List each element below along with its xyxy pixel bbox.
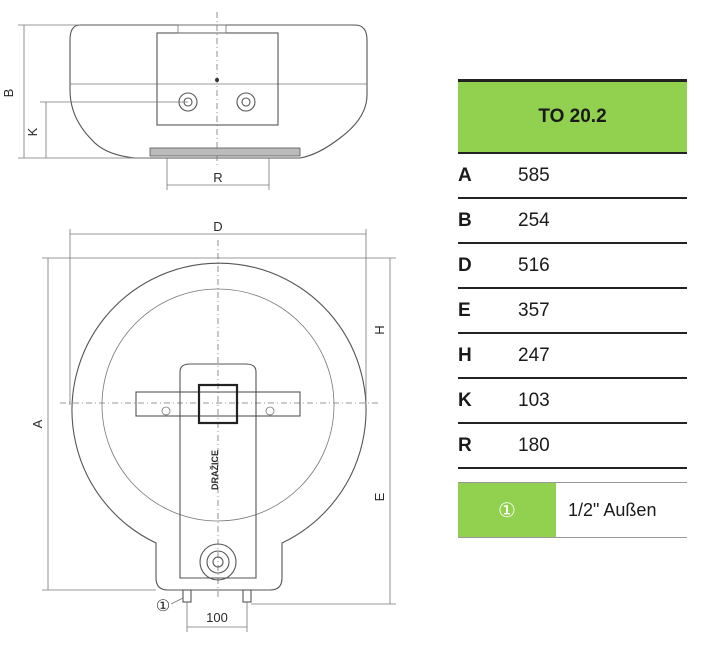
top-view: B K R [1, 12, 368, 190]
dimension-value: 516 [518, 243, 687, 289]
technical-drawing: B K R DRAŽICE D [1, 12, 396, 632]
dimension-key: K [458, 378, 518, 424]
dimension-value: 254 [518, 198, 687, 244]
dimension-key: H [458, 333, 518, 379]
note-symbol: ① [458, 482, 556, 538]
mounting-hole-left [161, 406, 171, 416]
table-row: D 516 [458, 243, 687, 289]
note-row: ① 1/2" Außen [458, 482, 687, 538]
central-strip [179, 363, 257, 579]
outlet-core [212, 556, 224, 568]
top-view-body [69, 24, 368, 159]
table-row: R 180 [458, 423, 687, 469]
dim-e-label: E [372, 492, 387, 501]
dimension-key: A [458, 153, 518, 199]
mounting-hole-right [265, 406, 275, 416]
table-row: B 254 [458, 198, 687, 244]
dimension-key: E [458, 288, 518, 334]
front-view-shell [71, 262, 367, 591]
table-row: K 103 [458, 378, 687, 424]
dimension-value: 357 [518, 288, 687, 334]
dimensions-table: TO 20.2 A 585 B 254 D 516 E 357 H 247 K … [458, 79, 687, 469]
dimension-value: 103 [518, 378, 687, 424]
dim-d-label: D [213, 219, 222, 234]
pipe-stub-left [182, 589, 192, 603]
outlet-pipe [206, 550, 230, 574]
dimension-key: R [458, 423, 518, 469]
table-row: E 357 [458, 288, 687, 334]
dimension-key: B [458, 198, 518, 244]
callout-1: ① [156, 598, 170, 615]
dim-r-label: R [213, 170, 222, 185]
pipe-stub-right [242, 589, 252, 603]
dimension-value: 247 [518, 333, 687, 379]
table-row: A 585 [458, 153, 687, 199]
dimension-value: 180 [518, 423, 687, 469]
callout-leader [170, 597, 184, 605]
dim-k-label: K [25, 127, 40, 136]
dim-a-label: A [30, 419, 45, 428]
dimension-value: 585 [518, 153, 687, 199]
dim-h-label: H [372, 325, 387, 334]
model-header: TO 20.2 [458, 79, 687, 154]
dim-100-label: 100 [206, 610, 228, 625]
front-view: DRAŽICE D A H E 100 ① [30, 219, 396, 632]
connection-note: ① 1/2" Außen [458, 482, 687, 538]
dimension-key: D [458, 243, 518, 289]
outlet-ring [199, 543, 237, 581]
thermostat-box [197, 383, 239, 425]
mounting-bracket [149, 147, 301, 157]
dim-b-label: B [1, 89, 16, 98]
pipe-right-inner [241, 97, 251, 107]
table-row: H 247 [458, 333, 687, 379]
center-point [215, 78, 219, 82]
connection-box-tab [177, 24, 227, 34]
brand-label: DRAŽICE [209, 450, 220, 490]
table-header-row: TO 20.2 [458, 79, 687, 154]
pipe-right [236, 92, 256, 112]
mounting-bar [135, 391, 301, 417]
note-text: 1/2" Außen [568, 499, 657, 520]
